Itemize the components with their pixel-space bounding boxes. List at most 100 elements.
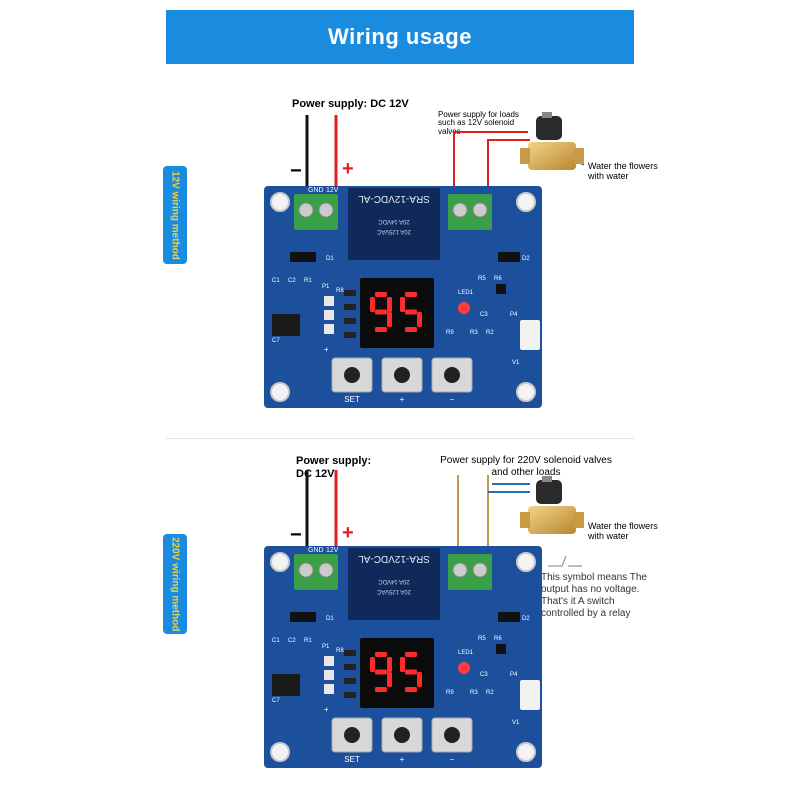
section-divider bbox=[166, 438, 634, 439]
silk-gnd: GND bbox=[308, 547, 324, 554]
smd-resistor bbox=[344, 318, 356, 324]
silk-c1: C1 bbox=[272, 278, 280, 284]
button-label: + bbox=[400, 755, 405, 764]
tab-12v-label: 12V wiring method bbox=[169, 170, 181, 260]
silk-r8: R8 bbox=[336, 648, 344, 654]
relay-model: SRA-12VDC-AL bbox=[358, 553, 430, 564]
diode-d1 bbox=[290, 252, 316, 262]
mounting-hole bbox=[516, 192, 536, 212]
silk-plus: + bbox=[324, 345, 329, 354]
header-pin bbox=[324, 324, 334, 334]
header-banner: Wiring usage bbox=[166, 10, 634, 64]
silk-12v: 12V bbox=[326, 547, 339, 554]
display-segment bbox=[387, 672, 392, 687]
silk-r9: R9 bbox=[446, 690, 454, 696]
display-segment bbox=[405, 652, 417, 657]
silk-led1: LED1 bbox=[458, 650, 474, 656]
silk-p1: P1 bbox=[322, 284, 330, 290]
header-pin bbox=[324, 684, 334, 694]
smd-resistor bbox=[344, 332, 356, 338]
button-cap bbox=[344, 727, 360, 743]
silk-r3: R3 bbox=[470, 690, 478, 696]
plus-sign-12v: + bbox=[342, 158, 354, 180]
smd-resistor bbox=[344, 304, 356, 310]
relay bbox=[348, 188, 440, 260]
silk-d1: D1 bbox=[326, 256, 334, 262]
mounting-hole bbox=[516, 382, 536, 402]
diode-d1 bbox=[290, 612, 316, 622]
power-supply-label-12v: Power supply: DC 12V bbox=[292, 98, 409, 110]
tab-220v-method: 220V wiring method bbox=[163, 534, 187, 634]
smd-resistor bbox=[344, 692, 356, 698]
silk-r2: R2 bbox=[486, 330, 494, 336]
relay-rating-2: 20A 125VAC bbox=[376, 588, 411, 594]
display-segment bbox=[417, 312, 422, 327]
wires-220v bbox=[305, 470, 585, 560]
silk-r6: R6 bbox=[494, 636, 502, 642]
display-segment bbox=[405, 309, 417, 315]
silk-d1: D1 bbox=[326, 616, 334, 622]
silk-d2: D2 bbox=[522, 256, 530, 262]
relay-symbol-note: This symbol means The output has no volt… bbox=[541, 572, 647, 619]
transistor bbox=[496, 644, 506, 654]
silk-c7: C7 bbox=[272, 338, 280, 344]
silk-c1: C1 bbox=[272, 638, 280, 644]
tab-12v-method: 12V wiring method bbox=[163, 166, 187, 264]
button-label: SET bbox=[344, 395, 360, 404]
display-segment bbox=[405, 669, 417, 675]
silk-12v: 12V bbox=[326, 187, 339, 194]
silk-c3: C3 bbox=[480, 672, 488, 678]
led-display bbox=[360, 278, 434, 348]
button-label: − bbox=[450, 395, 455, 404]
terminal-screw bbox=[318, 562, 334, 578]
display-segment bbox=[375, 669, 387, 675]
plus-sign-220v: + bbox=[342, 522, 354, 544]
water-label-12v: Water the flowers with water bbox=[588, 161, 658, 181]
smd-resistor bbox=[344, 678, 356, 684]
silk-v1: V1 bbox=[512, 360, 520, 366]
silk-c3: C3 bbox=[480, 312, 488, 318]
mounting-hole bbox=[270, 382, 290, 402]
diode-d2 bbox=[498, 612, 520, 622]
relay-model: SRA-12VDC-AL bbox=[358, 193, 430, 204]
silk-r3: R3 bbox=[470, 330, 478, 336]
terminal-screw bbox=[298, 562, 314, 578]
load-supply-label-220v: Power supply for 220V solenoid valves an… bbox=[440, 455, 612, 478]
solenoid-valve-icon bbox=[520, 112, 584, 170]
silk-r8: R8 bbox=[336, 288, 344, 294]
load-supply-label-12v: Power supply for loads such as 12V solen… bbox=[438, 110, 519, 136]
terminal-screw bbox=[472, 562, 488, 578]
silk-r5: R5 bbox=[478, 276, 486, 282]
relay-rating-1: 20A 14VDC bbox=[378, 578, 410, 584]
button-cap bbox=[344, 367, 360, 383]
status-led bbox=[458, 302, 470, 314]
display-segment bbox=[387, 657, 392, 672]
display-segment bbox=[417, 672, 422, 687]
silk-v1: V1 bbox=[512, 720, 520, 726]
button-label: − bbox=[450, 755, 455, 764]
button-cap bbox=[444, 367, 460, 383]
terminal-screw bbox=[298, 202, 314, 218]
display-segment bbox=[400, 657, 405, 672]
silk-r9: R9 bbox=[446, 330, 454, 336]
mounting-hole bbox=[270, 552, 290, 572]
solenoid-valve-icon bbox=[520, 476, 584, 534]
terminal-screw bbox=[452, 562, 468, 578]
mounting-hole bbox=[516, 552, 536, 572]
terminal-screw bbox=[472, 202, 488, 218]
mounting-hole bbox=[270, 742, 290, 762]
silk-c2: C2 bbox=[288, 638, 296, 644]
display-segment bbox=[375, 687, 387, 692]
silk-r5: R5 bbox=[478, 636, 486, 642]
header-pin bbox=[324, 670, 334, 680]
silk-r1: R1 bbox=[304, 278, 312, 284]
header-pin bbox=[324, 656, 334, 666]
diode-d2 bbox=[498, 252, 520, 262]
display-segment bbox=[405, 327, 417, 332]
display-segment bbox=[405, 292, 417, 297]
p4-connector bbox=[520, 680, 540, 710]
voltage-regulator bbox=[272, 674, 300, 696]
display-segment bbox=[375, 652, 387, 657]
